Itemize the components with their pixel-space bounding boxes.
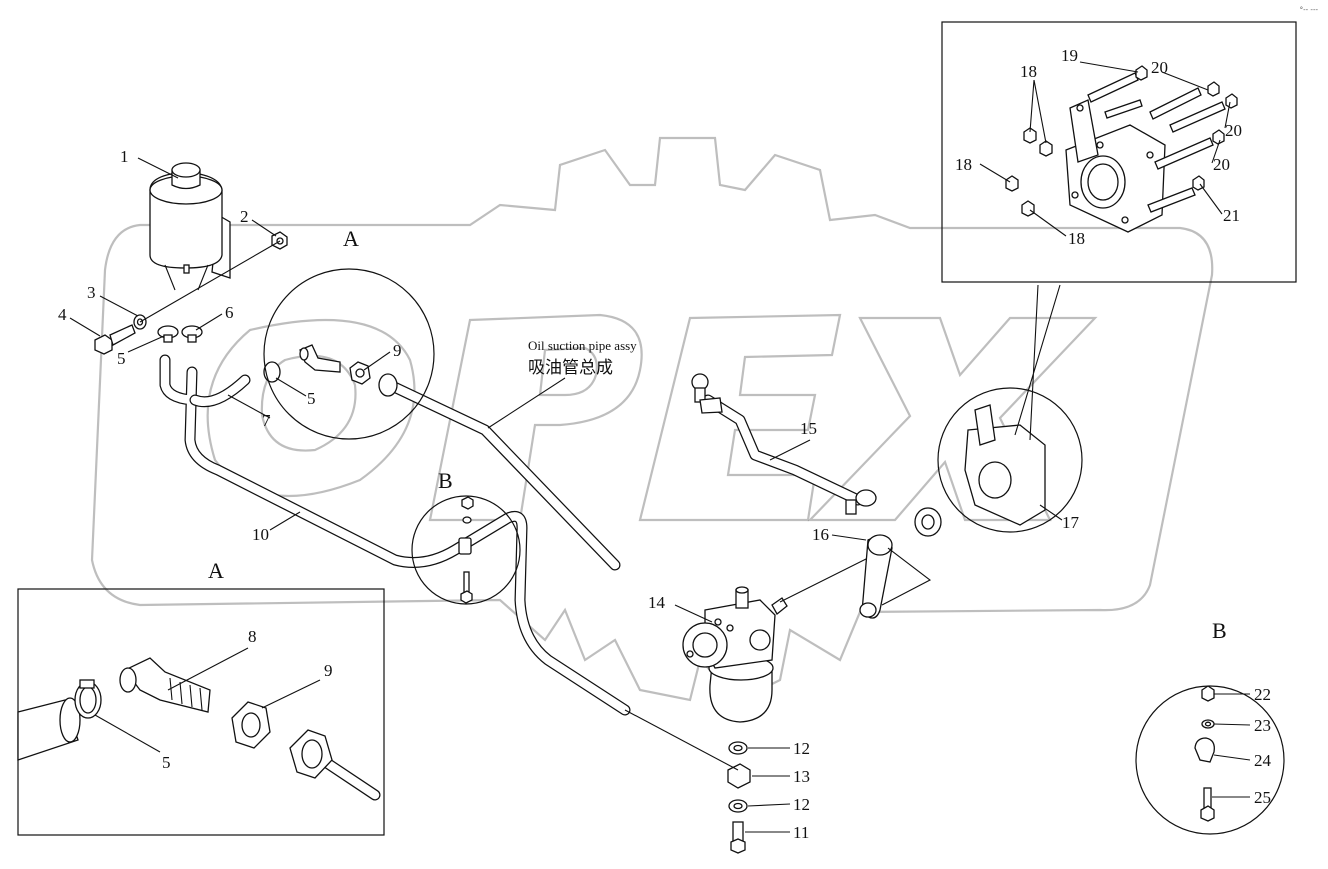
- detail-b-parts: [1194, 685, 1215, 822]
- bracket-detail-box: [941, 21, 1297, 283]
- detail-a-nut-9: [231, 701, 271, 749]
- drag-link-15: [691, 373, 877, 515]
- callout-1: 1: [120, 147, 129, 166]
- oil-suction-caption-zh: 吸油管总成: [528, 358, 613, 378]
- callout-7: 7: [262, 411, 271, 430]
- callout-14: 14: [648, 593, 666, 612]
- watermark-letter-x: [807, 316, 1098, 522]
- clamp-5-mid: [263, 361, 281, 383]
- detail-a-clamp-5: [74, 679, 102, 719]
- watermark: [90, 136, 1214, 702]
- callout-17: 17: [1062, 513, 1080, 532]
- block-13: [727, 763, 751, 789]
- detail-letter-b-top: B: [438, 468, 453, 493]
- watermark-letter-p: [428, 313, 643, 522]
- pitman-arm-16: [859, 534, 893, 619]
- detail-circle-b: [411, 495, 521, 605]
- callout-21: 21: [1223, 206, 1240, 225]
- bracket-17-small: [964, 404, 1046, 526]
- detail-circle-17: [937, 387, 1083, 533]
- callout-20-a: 20: [1151, 58, 1168, 77]
- detail-a-pipe: [289, 729, 381, 801]
- detail-letter-a-top: A: [343, 226, 359, 251]
- clamp-5-left: [157, 325, 179, 343]
- callout-20-c: 20: [1213, 155, 1230, 174]
- detail-circle-b-large: [1135, 685, 1285, 835]
- callout-5-detail: 5: [162, 753, 171, 772]
- callout-12-bottom: 12: [793, 795, 810, 814]
- watermark-gear-outline: [90, 136, 1214, 702]
- callout-2: 2: [240, 207, 249, 226]
- steering-gear-14: [682, 586, 788, 723]
- detail-a-elbow-8: [119, 657, 211, 713]
- hose-7: [189, 374, 251, 408]
- callout-numbers: 1 2 3 4 5 6 7 5 9 10 14 15 16 17 12 13 1…: [58, 46, 1272, 842]
- callout-9-main: 9: [393, 341, 402, 360]
- drain-plug-stack: [727, 741, 751, 854]
- callout-12-top: 12: [793, 739, 810, 758]
- detail-letter-b-circle: B: [1212, 618, 1227, 643]
- callout-25: 25: [1254, 788, 1271, 807]
- callout-4: 4: [58, 305, 67, 324]
- callout-22: 22: [1254, 685, 1271, 704]
- callout-23: 23: [1254, 716, 1271, 735]
- callout-24: 24: [1254, 751, 1272, 770]
- callout-18-left: 18: [955, 155, 972, 174]
- corner-mark: °-- ---: [1300, 6, 1319, 14]
- callout-9-detail: 9: [324, 661, 333, 680]
- callout-18-top: 18: [1020, 62, 1037, 81]
- watermark-letter-e: [638, 313, 842, 522]
- callout-10: 10: [252, 525, 269, 544]
- nut-9: [349, 361, 371, 385]
- return-pipe-10: [159, 354, 631, 716]
- bracket-17-large: [1065, 99, 1166, 233]
- bolt-4: [94, 324, 136, 355]
- detail-circle-a: [263, 268, 435, 440]
- callout-20-b: 20: [1225, 121, 1242, 140]
- callout-5-mid: 5: [307, 389, 316, 408]
- oil-suction-pipe: [378, 373, 621, 571]
- callout-16: 16: [812, 525, 829, 544]
- elbow-fitting-8: [299, 344, 341, 373]
- callout-leaders: [69, 61, 1251, 833]
- detail-letter-a-box: A: [208, 558, 224, 583]
- callout-15: 15: [800, 419, 817, 438]
- clamp-assembly-b: [458, 496, 474, 604]
- detail-a-hose: [17, 697, 81, 761]
- callout-13: 13: [793, 767, 810, 786]
- callout-5-left: 5: [117, 349, 126, 368]
- oil-reservoir: [149, 162, 231, 291]
- callout-11: 11: [793, 823, 809, 842]
- callout-19: 19: [1061, 46, 1078, 65]
- callout-8: 8: [248, 627, 257, 646]
- callout-6: 6: [225, 303, 234, 322]
- nut-16b: [914, 507, 942, 537]
- callout-18-bottom: 18: [1068, 229, 1085, 248]
- oil-suction-caption-en: Oil suction pipe assy: [528, 338, 637, 353]
- callout-3: 3: [87, 283, 96, 302]
- bolts-19-21: [1087, 65, 1238, 213]
